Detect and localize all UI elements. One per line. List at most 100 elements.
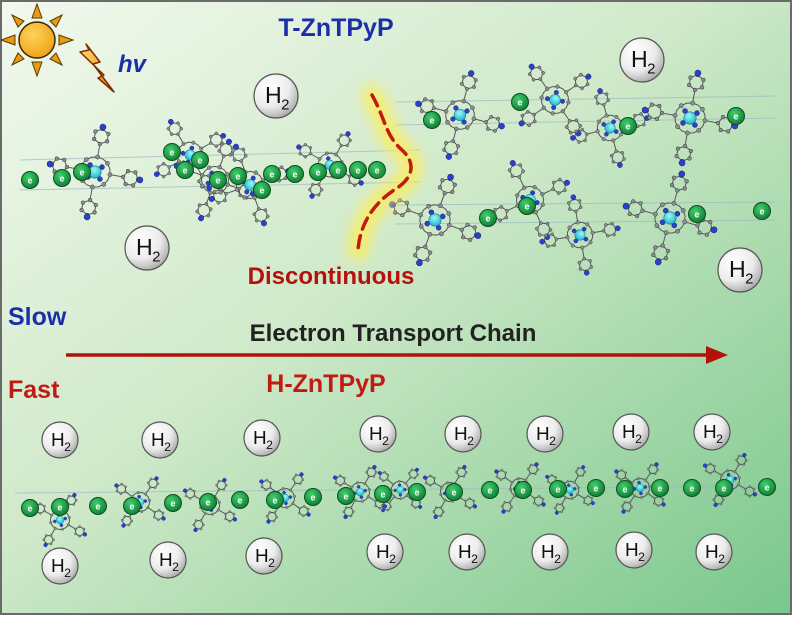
electron-marker: e — [549, 480, 567, 498]
electron-marker: e — [199, 493, 217, 511]
electron-marker: e — [266, 491, 284, 509]
electron-marker: e — [479, 209, 497, 227]
svg-text:e: e — [374, 166, 379, 176]
svg-text:2: 2 — [718, 552, 725, 566]
svg-text:e: e — [259, 186, 264, 196]
electron-marker: e — [51, 498, 69, 516]
svg-text:e: e — [593, 484, 598, 494]
svg-text:e: e — [451, 488, 456, 498]
svg-text:H: H — [151, 430, 165, 451]
svg-text:H: H — [369, 424, 383, 445]
electron-marker: e — [683, 479, 701, 497]
svg-text:e: e — [764, 483, 769, 493]
svg-text:H: H — [253, 428, 267, 449]
svg-text:2: 2 — [638, 550, 645, 564]
svg-text:H: H — [136, 234, 153, 260]
svg-text:e: e — [487, 486, 492, 496]
svg-text:H: H — [625, 540, 639, 561]
electron-marker: e — [408, 483, 426, 501]
svg-text:2: 2 — [554, 552, 561, 566]
svg-text:e: e — [169, 148, 174, 158]
sun-icon — [0, 2, 75, 78]
svg-text:e: e — [170, 499, 175, 509]
svg-text:H: H — [265, 82, 282, 108]
electron-marker: e — [191, 151, 209, 169]
svg-text:e: e — [292, 170, 297, 180]
svg-text:e: e — [517, 98, 522, 108]
discontinuous-label: Discontinuous — [248, 263, 415, 290]
svg-text:e: e — [555, 485, 560, 495]
svg-text:H: H — [536, 424, 550, 445]
electron-marker: e — [688, 205, 706, 223]
bottom-title: H-ZnTPyP — [266, 370, 385, 398]
svg-text:e: e — [182, 166, 187, 176]
svg-text:e: e — [694, 210, 699, 220]
svg-text:H: H — [541, 542, 555, 563]
electron-marker: e — [758, 478, 776, 496]
electron-marker: e — [619, 117, 637, 135]
svg-text:2: 2 — [389, 552, 396, 566]
electron-marker: e — [368, 161, 386, 179]
svg-text:2: 2 — [64, 440, 71, 454]
svg-text:e: e — [759, 207, 764, 217]
svg-text:H: H — [51, 556, 65, 577]
svg-text:2: 2 — [635, 432, 642, 446]
electron-marker: e — [753, 202, 771, 220]
electron-marker: e — [53, 169, 71, 187]
svg-text:e: e — [27, 504, 32, 514]
svg-text:e: e — [520, 486, 525, 496]
electron-marker: e — [514, 481, 532, 499]
porphyrin-molecule — [377, 467, 423, 513]
porphyrin-molecule — [539, 194, 621, 276]
porphyrin-molecule — [32, 492, 88, 548]
svg-text:e: e — [95, 502, 100, 512]
svg-text:e: e — [269, 170, 274, 180]
svg-text:e: e — [129, 502, 134, 512]
electron-marker: e — [253, 181, 271, 199]
svg-text:e: e — [272, 496, 277, 506]
svg-text:e: e — [657, 484, 662, 494]
electron-marker: e — [73, 163, 91, 181]
electron-marker: e — [209, 171, 227, 189]
svg-text:H: H — [376, 542, 390, 563]
porphyrin-molecule — [545, 465, 595, 515]
electron-marker: e — [727, 107, 745, 125]
electron-marker: e — [123, 497, 141, 515]
electron-marker: e — [231, 491, 249, 509]
svg-text:2: 2 — [268, 556, 275, 570]
electron-marker: e — [176, 161, 194, 179]
electron-marker: e — [511, 93, 529, 111]
svg-text:e: e — [215, 176, 220, 186]
electron-marker: e — [651, 479, 669, 497]
svg-text:e: e — [27, 176, 32, 186]
lightning-bolt-icon — [79, 43, 115, 93]
electron-transport-arrow — [66, 346, 728, 364]
svg-text:e: e — [485, 214, 490, 224]
svg-text:2: 2 — [471, 552, 478, 566]
svg-text:H: H — [729, 256, 746, 282]
svg-text:e: e — [197, 156, 202, 166]
svg-text:e: e — [205, 498, 210, 508]
svg-text:H: H — [454, 424, 468, 445]
svg-text:2: 2 — [382, 434, 389, 448]
svg-text:H: H — [631, 46, 648, 72]
electron-marker: e — [337, 487, 355, 505]
electron-marker: e — [349, 161, 367, 179]
svg-text:H: H — [622, 422, 636, 443]
svg-text:2: 2 — [647, 61, 655, 78]
svg-text:e: e — [429, 116, 434, 126]
svg-text:e: e — [380, 490, 385, 500]
svg-text:2: 2 — [164, 440, 171, 454]
